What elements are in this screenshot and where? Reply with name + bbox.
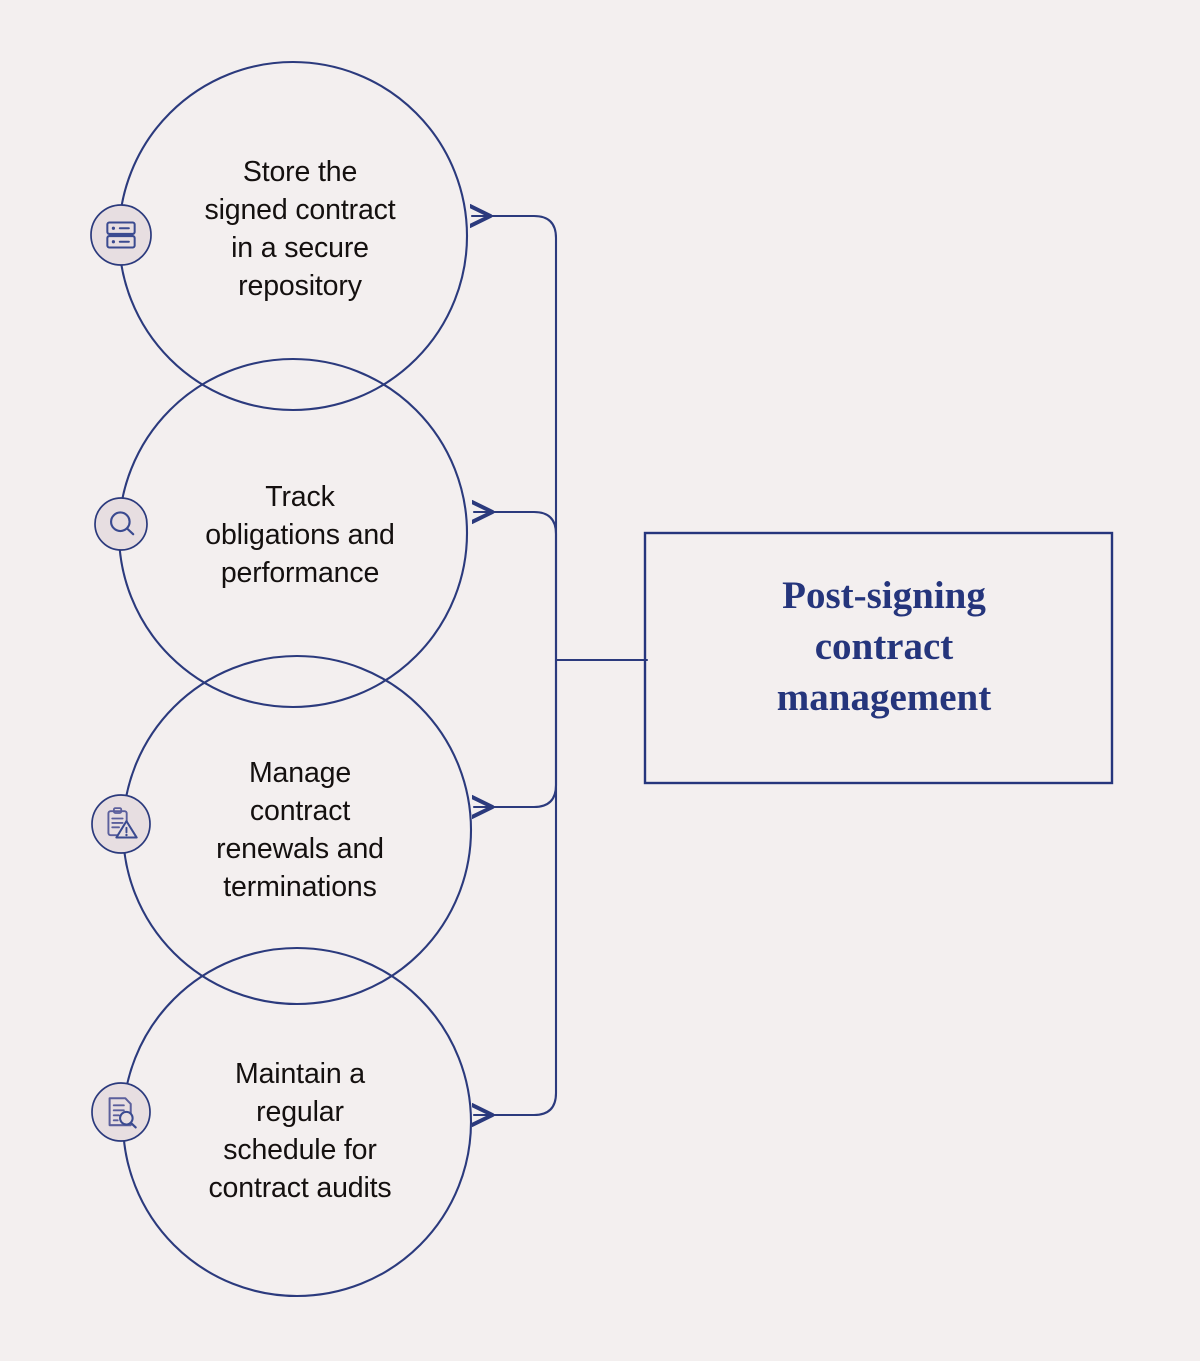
- node-label-1: Store the signed contract in a secure re…: [204, 156, 396, 302]
- badge-circle-4[interactable]: [91, 1082, 151, 1142]
- badge-circle-2[interactable]: [94, 497, 148, 551]
- badge-circle-1[interactable]: [90, 204, 152, 266]
- connector-node-4: [474, 658, 558, 1115]
- badge-circle-3[interactable]: [91, 794, 151, 854]
- connector-node-3: [474, 658, 558, 807]
- center-box[interactable]: [643, 531, 1114, 785]
- node-label-4: Maintain a regular schedule for contract…: [208, 1058, 392, 1204]
- connector-node-2: [474, 512, 558, 662]
- node-label-2: Track obligations and performance: [205, 481, 395, 589]
- node-label-3: Manage contract renewals and termination…: [216, 757, 384, 903]
- connector-node-1: [472, 216, 558, 662]
- center-box-title: Post-signing contract management: [776, 574, 992, 719]
